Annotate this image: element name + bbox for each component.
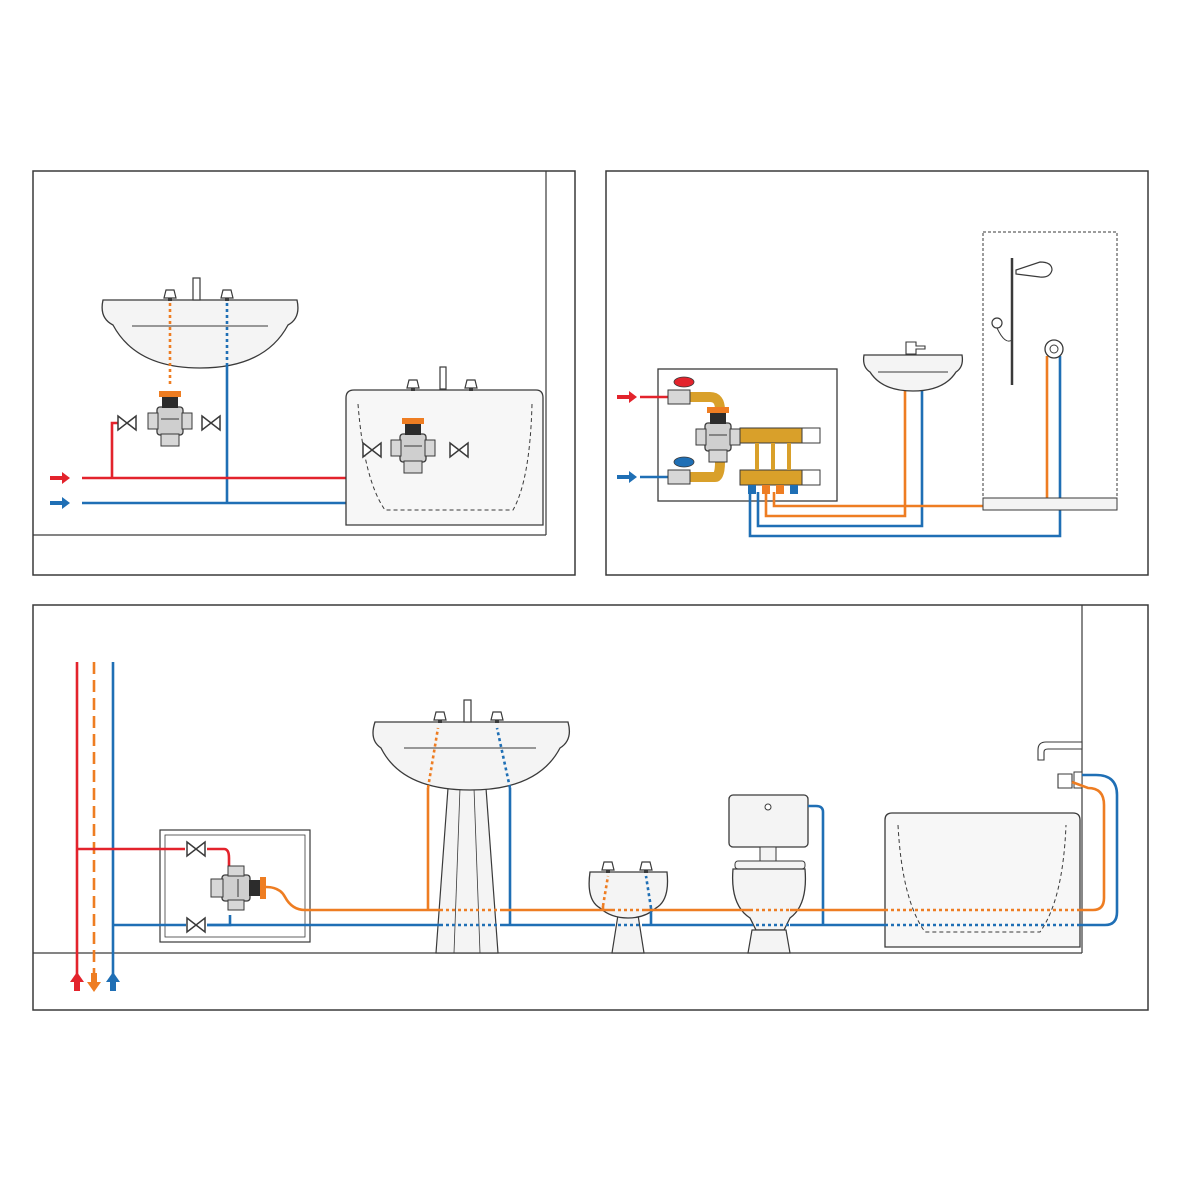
bidet: [588, 861, 669, 954]
pipe-network: [640, 356, 1062, 538]
panel-manifold: [605, 170, 1149, 576]
arrow-right-icon: [50, 497, 70, 509]
shower-head-icon: [1015, 261, 1053, 278]
panel-frame: [32, 604, 1149, 1011]
panel-frame: [605, 170, 1149, 576]
panel-frame: [32, 170, 576, 576]
bowtie-valve-icon: [117, 415, 137, 431]
washbasin: [372, 699, 571, 954]
pipe-network: [75, 662, 1119, 975]
thermostatic-mixing-valve-icon: [147, 390, 193, 447]
arrow-right-icon: [50, 472, 70, 484]
hot-branch: [110, 421, 122, 478]
shower: [982, 231, 1118, 511]
bathtub: [884, 741, 1083, 948]
panel-point-of-use: [32, 170, 576, 576]
arrow-up-icon: [70, 972, 84, 991]
arrow-down-icon: [87, 973, 101, 992]
arrow-right-icon: [617, 471, 637, 483]
arrow-up-icon: [106, 972, 120, 991]
panel-central-distribution: [32, 604, 1149, 1011]
arrow-right-icon: [617, 391, 637, 403]
toilet: [728, 794, 809, 954]
mixed-pipe: [265, 885, 440, 912]
bathtub: [345, 366, 544, 526]
bowtie-valve-icon: [201, 415, 221, 431]
washbasin: [862, 341, 964, 392]
bath-spout: [1037, 741, 1083, 761]
washbasin: [101, 277, 299, 369]
